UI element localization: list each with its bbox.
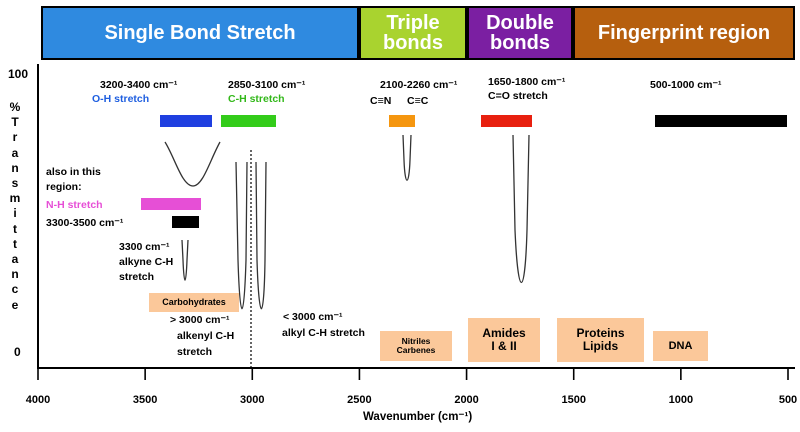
x-axis-tick-label: 4000: [25, 394, 51, 406]
proteins-label-2: Lipids: [582, 339, 619, 353]
y-axis-letter: n: [11, 160, 19, 175]
oh-name-label: O-H stretch: [92, 93, 150, 105]
x-axis-ticks: [37, 368, 789, 380]
nh-range-label: 3300-3500 cm⁻¹: [46, 217, 124, 229]
x-axis-tick-label: 1000: [668, 394, 694, 406]
ch-range-bar: [221, 115, 276, 127]
x-axis-label: Wavenumber (cm⁻¹): [363, 411, 473, 423]
alkenyl-label-2: alkenyl C-H: [177, 330, 235, 342]
y-axis-letter: a: [11, 145, 19, 160]
double-range-label: 1650-1800 cm⁻¹: [488, 76, 566, 88]
ch-name-label: C-H stretch: [228, 93, 285, 105]
oh-range-bar: [160, 115, 212, 127]
band-triple-label-1: Triple: [386, 12, 440, 34]
x-axis-tick-label: 3500: [132, 394, 158, 406]
band-double-label-1: Double: [486, 12, 554, 34]
fingerprint-range-bar: [655, 115, 787, 127]
y-axis-letter: n: [11, 267, 19, 282]
alkyl-peak: [255, 161, 267, 310]
oh-broad-peak: [164, 141, 221, 187]
nh-range-bar: [141, 198, 201, 210]
band-double-label-2: bonds: [490, 32, 550, 54]
alkyne-range-bar: [172, 216, 199, 228]
band-single-label: Single Bond Stretch: [104, 22, 296, 44]
y-axis-letter: c: [11, 282, 19, 297]
x-axis-tick-label: 2500: [347, 394, 372, 406]
x-axis-tick-label: 1500: [561, 394, 586, 406]
triple-range-bar: [389, 115, 415, 127]
amides-label-2: I & II: [491, 339, 517, 353]
y-axis-letter: t: [13, 221, 17, 236]
triple-cc-label: C≡C: [407, 95, 429, 107]
also-note-line-1: also in this: [46, 166, 101, 178]
carbohydrates-box: Carbohydrates: [149, 293, 239, 312]
alkyl-label-1: < 3000 cm⁻¹: [283, 311, 343, 323]
oh-range-label: 3200-3400 cm⁻¹: [100, 79, 178, 91]
proteins-label-1: Proteins: [576, 325, 625, 340]
triple-cn-label: C≡N: [370, 95, 392, 107]
double-name-label: C=O stretch: [488, 90, 548, 102]
y-axis-letter: e: [11, 297, 19, 312]
carbohydrates-label: Carbohydrates: [162, 296, 226, 307]
x-axis-tick-label: 2000: [454, 394, 479, 406]
x-axis-tick-label: 3000: [240, 394, 265, 406]
fingerprint-range-label: 500-1000 cm⁻¹: [650, 79, 722, 91]
band-single-bond-stretch: Single Bond Stretch: [41, 6, 359, 60]
nitriles-label-2: Carbenes: [396, 345, 436, 355]
also-note-line-2: region:: [46, 181, 82, 193]
y-axis-letter: r: [12, 130, 18, 145]
triple-range-label: 2100-2260 cm⁻¹: [380, 79, 458, 91]
alkenyl-peak: [235, 161, 248, 310]
y-axis-letter: T: [11, 115, 19, 130]
dna-box: DNA: [653, 331, 708, 361]
dna-label: DNA: [668, 339, 693, 352]
nitriles-label-1: Nitriles: [401, 335, 431, 346]
alkyl-label-2: alkyl C-H stretch: [282, 327, 365, 339]
double-range-bar: [481, 115, 532, 127]
x-axis-tick-label: 500: [778, 394, 798, 406]
alkyne-label-1: 3300 cm⁻¹: [119, 241, 170, 253]
carbonyl-peak: [512, 134, 530, 283]
y-axis-letter: a: [11, 252, 19, 266]
band-triple-label-2: bonds: [383, 32, 443, 54]
ch-range-label: 2850-3100 cm⁻¹: [228, 79, 306, 91]
alkyne-label-2: alkyne C-H: [119, 256, 174, 268]
y-axis-top-value: 100: [8, 67, 29, 81]
y-axis-letter: s: [11, 176, 19, 190]
alkyne-label-3: stretch: [119, 271, 155, 283]
band-fingerprint-region: Fingerprint region: [573, 6, 795, 60]
alkenyl-label-1: > 3000 cm⁻¹: [170, 314, 230, 326]
band-fingerprint-label: Fingerprint region: [597, 22, 771, 44]
y-axis-letter: m: [9, 191, 21, 206]
alkyne-peak: [181, 239, 189, 281]
triple-peak: [402, 134, 412, 181]
y-axis-letter: i: [13, 206, 17, 221]
alkenyl-label-3: stretch: [177, 346, 213, 358]
y-axis-bottom-value: 0: [14, 345, 21, 359]
amides-label-1: Amides: [482, 325, 526, 340]
y-axis-letter: %: [9, 100, 21, 114]
nh-name-label: N-H stretch: [46, 199, 103, 211]
y-axis-letter: t: [13, 236, 17, 251]
